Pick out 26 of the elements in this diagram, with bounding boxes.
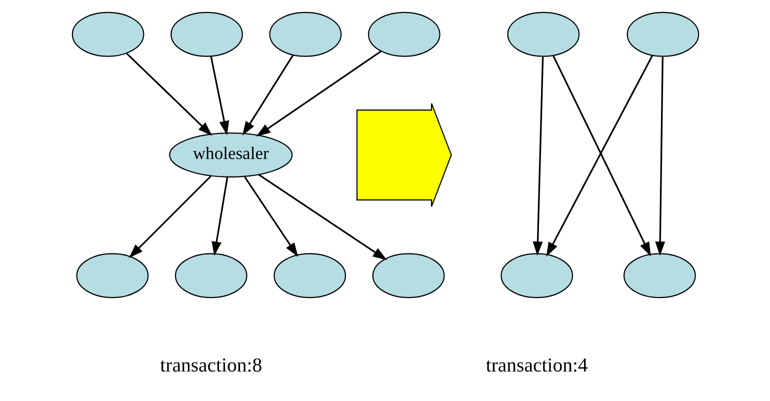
node-ellipse	[500, 253, 573, 298]
node-ellipse	[273, 253, 346, 298]
arrow	[243, 176, 298, 257]
node-ellipse	[174, 253, 247, 298]
arrow	[242, 54, 294, 136]
arrow	[654, 56, 665, 256]
node-ellipse	[506, 12, 580, 57]
node-ellipse	[170, 12, 242, 57]
arrow	[532, 56, 544, 256]
arrow	[258, 174, 387, 260]
node-ellipse: wholesaler	[168, 132, 292, 178]
node-arrow	[356, 102, 452, 208]
node-ellipse	[76, 253, 148, 298]
node-ellipse	[626, 12, 699, 57]
node-ellipse	[367, 12, 440, 57]
arrow	[256, 50, 382, 137]
node-ellipse	[622, 253, 696, 298]
node-ellipse	[268, 12, 342, 57]
arrow	[128, 176, 211, 258]
node-ellipse	[71, 12, 144, 57]
arrow	[210, 56, 229, 136]
node-ellipse	[372, 253, 444, 298]
arrow	[211, 176, 228, 256]
label: transaction:8	[160, 354, 262, 376]
arrow	[126, 52, 212, 136]
label: transaction:4	[485, 354, 588, 376]
